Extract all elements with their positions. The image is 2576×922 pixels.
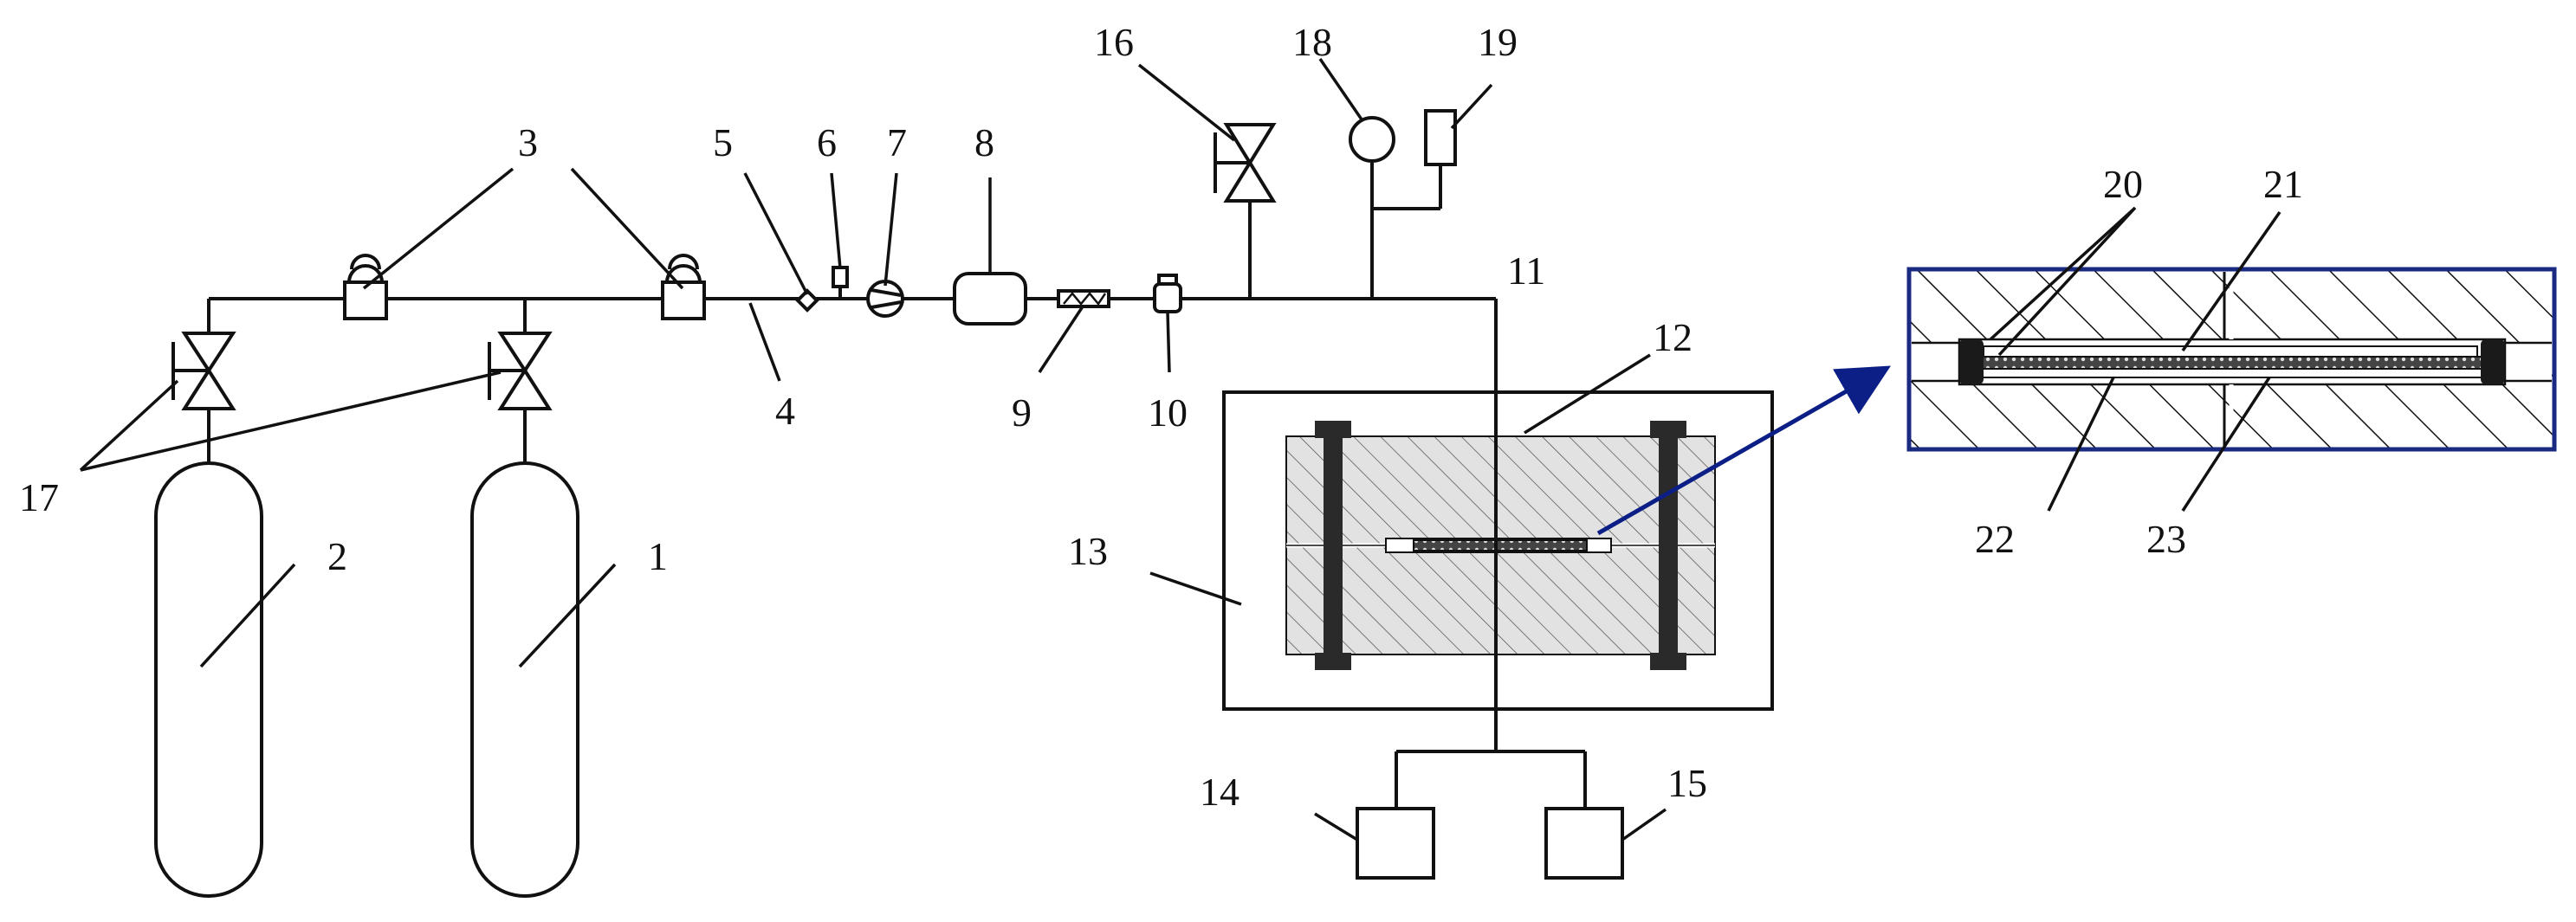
- label-14: 14: [1200, 770, 1239, 814]
- detail-view: [1906, 267, 2557, 452]
- leader-lines: [79, 58, 2282, 841]
- label-2: 2: [327, 534, 347, 578]
- outlet-branches: [1395, 750, 1587, 809]
- label-15: 15: [1667, 761, 1707, 805]
- chamber-13: [1222, 390, 1774, 711]
- valve-16: [1214, 123, 1277, 299]
- label-3: 3: [518, 120, 538, 164]
- label-1: 1: [648, 534, 668, 578]
- check-valve-5: [795, 288, 819, 313]
- label-13: 13: [1068, 529, 1108, 573]
- label-17: 17: [19, 475, 59, 519]
- label-19: 19: [1478, 20, 1518, 64]
- flow-meter-10: [1153, 274, 1182, 313]
- label-22: 22: [1975, 517, 2015, 561]
- label-23: 23: [2146, 517, 2186, 561]
- label-10: 10: [1148, 390, 1188, 435]
- label-7: 7: [887, 120, 907, 164]
- buffer-tank-8: [953, 272, 1027, 326]
- label-9: 9: [1012, 390, 1032, 435]
- label-20: 20: [2103, 162, 2143, 206]
- label-18: 18: [1292, 20, 1332, 64]
- label-21: 21: [2263, 162, 2303, 206]
- clamp-left: [1315, 421, 1351, 670]
- vessel-14: [1356, 807, 1435, 880]
- label-11: 11: [1507, 248, 1545, 293]
- label-8: 8: [974, 120, 994, 164]
- label-5: 5: [713, 120, 733, 164]
- gas-cylinder-2: [154, 461, 263, 898]
- labels: 17 2 1 3 4 5 6 7 8 9 10 11 12 13 14 15 1…: [19, 20, 2303, 814]
- vessel-15: [1544, 807, 1624, 880]
- pump-7: [866, 280, 904, 318]
- sensor-6: [832, 266, 849, 299]
- valve-17-right: [488, 332, 553, 410]
- sensor-19: [1424, 109, 1457, 209]
- gas-cylinder-1: [470, 461, 579, 898]
- filter-9: [1057, 289, 1110, 308]
- label-12: 12: [1653, 315, 1693, 359]
- detail-arrow: [1596, 365, 1892, 536]
- pressure-gauge-18: [1349, 116, 1440, 299]
- mold-12: [1285, 435, 1716, 655]
- label-4: 4: [775, 389, 795, 433]
- pressure-regulator-3b: [661, 254, 706, 320]
- valve-17-left: [172, 332, 236, 410]
- label-6: 6: [817, 120, 837, 164]
- label-16: 16: [1094, 20, 1134, 64]
